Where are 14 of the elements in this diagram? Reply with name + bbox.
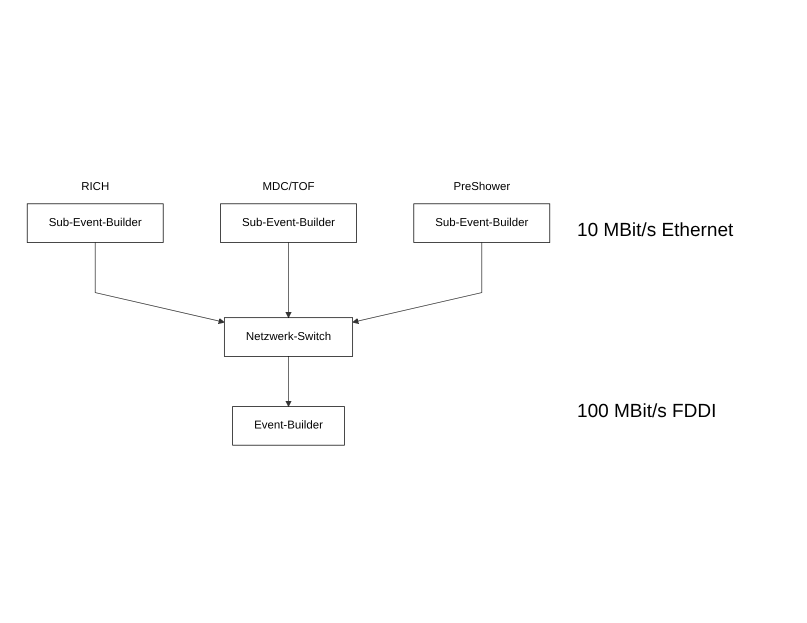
- node-label: RICH: [81, 180, 110, 193]
- arrow: [285, 242, 292, 318]
- node-box: Netzwerk-Switch: [224, 316, 354, 356]
- arrow: [352, 242, 482, 324]
- node-label: PreShower: [453, 180, 510, 193]
- link-speed-label: 10 MBit/s Ethernet: [577, 220, 734, 242]
- arrow: [285, 356, 292, 406]
- node-box: Sub-Event-Builder: [220, 202, 357, 242]
- arrow: [94, 242, 225, 324]
- link-speed-label: 100 MBit/s FDDI: [577, 401, 718, 424]
- node-box: Sub-Event-Builder: [26, 202, 164, 242]
- node-box: Event-Builder: [232, 406, 345, 446]
- node-label: MDC/TOF: [262, 180, 314, 193]
- node-box: Sub-Event-Builder: [413, 202, 550, 242]
